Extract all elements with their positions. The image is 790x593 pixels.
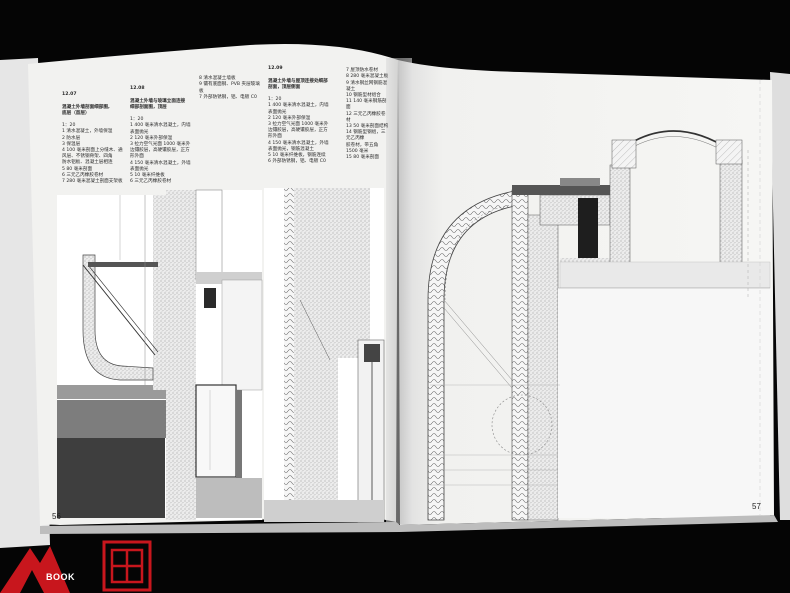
caption-number: 12.08 [130,86,145,92]
caption-12-07: 12.07 混凝土外墙剖面细部图, 底层（首层） 1：20 1 清水混凝土，外墙… [62,86,124,185]
caption-number: 12.09 [268,66,283,72]
caption-body: 1：20 1 清水混凝土，外墙保温 2 防水层 3 保温层 4 100 毫米剖面… [62,123,123,185]
caption-body: 1：20 1 400 毫米清水混凝土，内墙 表面抛光 2 120 毫米外部保温 … [268,97,329,165]
caption-title: 混凝土外墙与玻璃立面连接 细部剖面图，顶层 [130,98,186,110]
page-number-left: 56 [52,512,61,521]
caption-title: 混凝土外墙与屋顶连接处细部 剖面，顶层侧面 [268,78,328,90]
book-logo [0,540,152,593]
page-bottom-shadow [40,515,778,534]
caption-body: 8 清水混凝土墙板 9 镶有底面钢、PVB 夹层玻璃 板 7 外部防锈钢，铝、电… [199,76,260,100]
caption-continuation: 8 清水混凝土墙板 9 镶有底面钢、PVB 夹层玻璃 板 7 外部防锈钢，铝、电… [199,70,263,101]
gutter-shadow [386,58,412,524]
drawing-12-08 [166,189,263,520]
caption-right-list: 7 屋顶防水卷材 8 280 毫米混凝土板 9 清水钢丝网钢筋混凝土 10 钢筋… [346,62,390,161]
page-number-right: 57 [752,502,761,511]
book-cover-right [770,72,790,520]
caption-12-08: 12.08 混凝土外墙与玻璃立面连接 细部剖面图，顶层 1：20 1 400 毫… [130,80,194,185]
caption-number: 12.07 [62,92,77,98]
drawing-right-main [427,80,771,521]
drawing-12-07 [57,195,167,518]
caption-title: 混凝土外墙剖面细部图, 底层（首层） [62,104,110,116]
logo-word: BOOK [46,572,75,582]
caption-body: 7 屋顶防水卷材 8 280 毫米混凝土板 9 清水钢丝网钢筋混凝土 10 钢筋… [346,68,389,161]
caption-body: 1：20 1 400 毫米清水混凝土，内墙 表面抛光 2 120 毫米外部保温 … [130,117,191,185]
caption-12-09: 12.09 混凝土外墙与屋顶连接处细部 剖面，顶层侧面 1：20 1 400 毫… [268,60,334,165]
drawing-12-09 [264,188,385,523]
